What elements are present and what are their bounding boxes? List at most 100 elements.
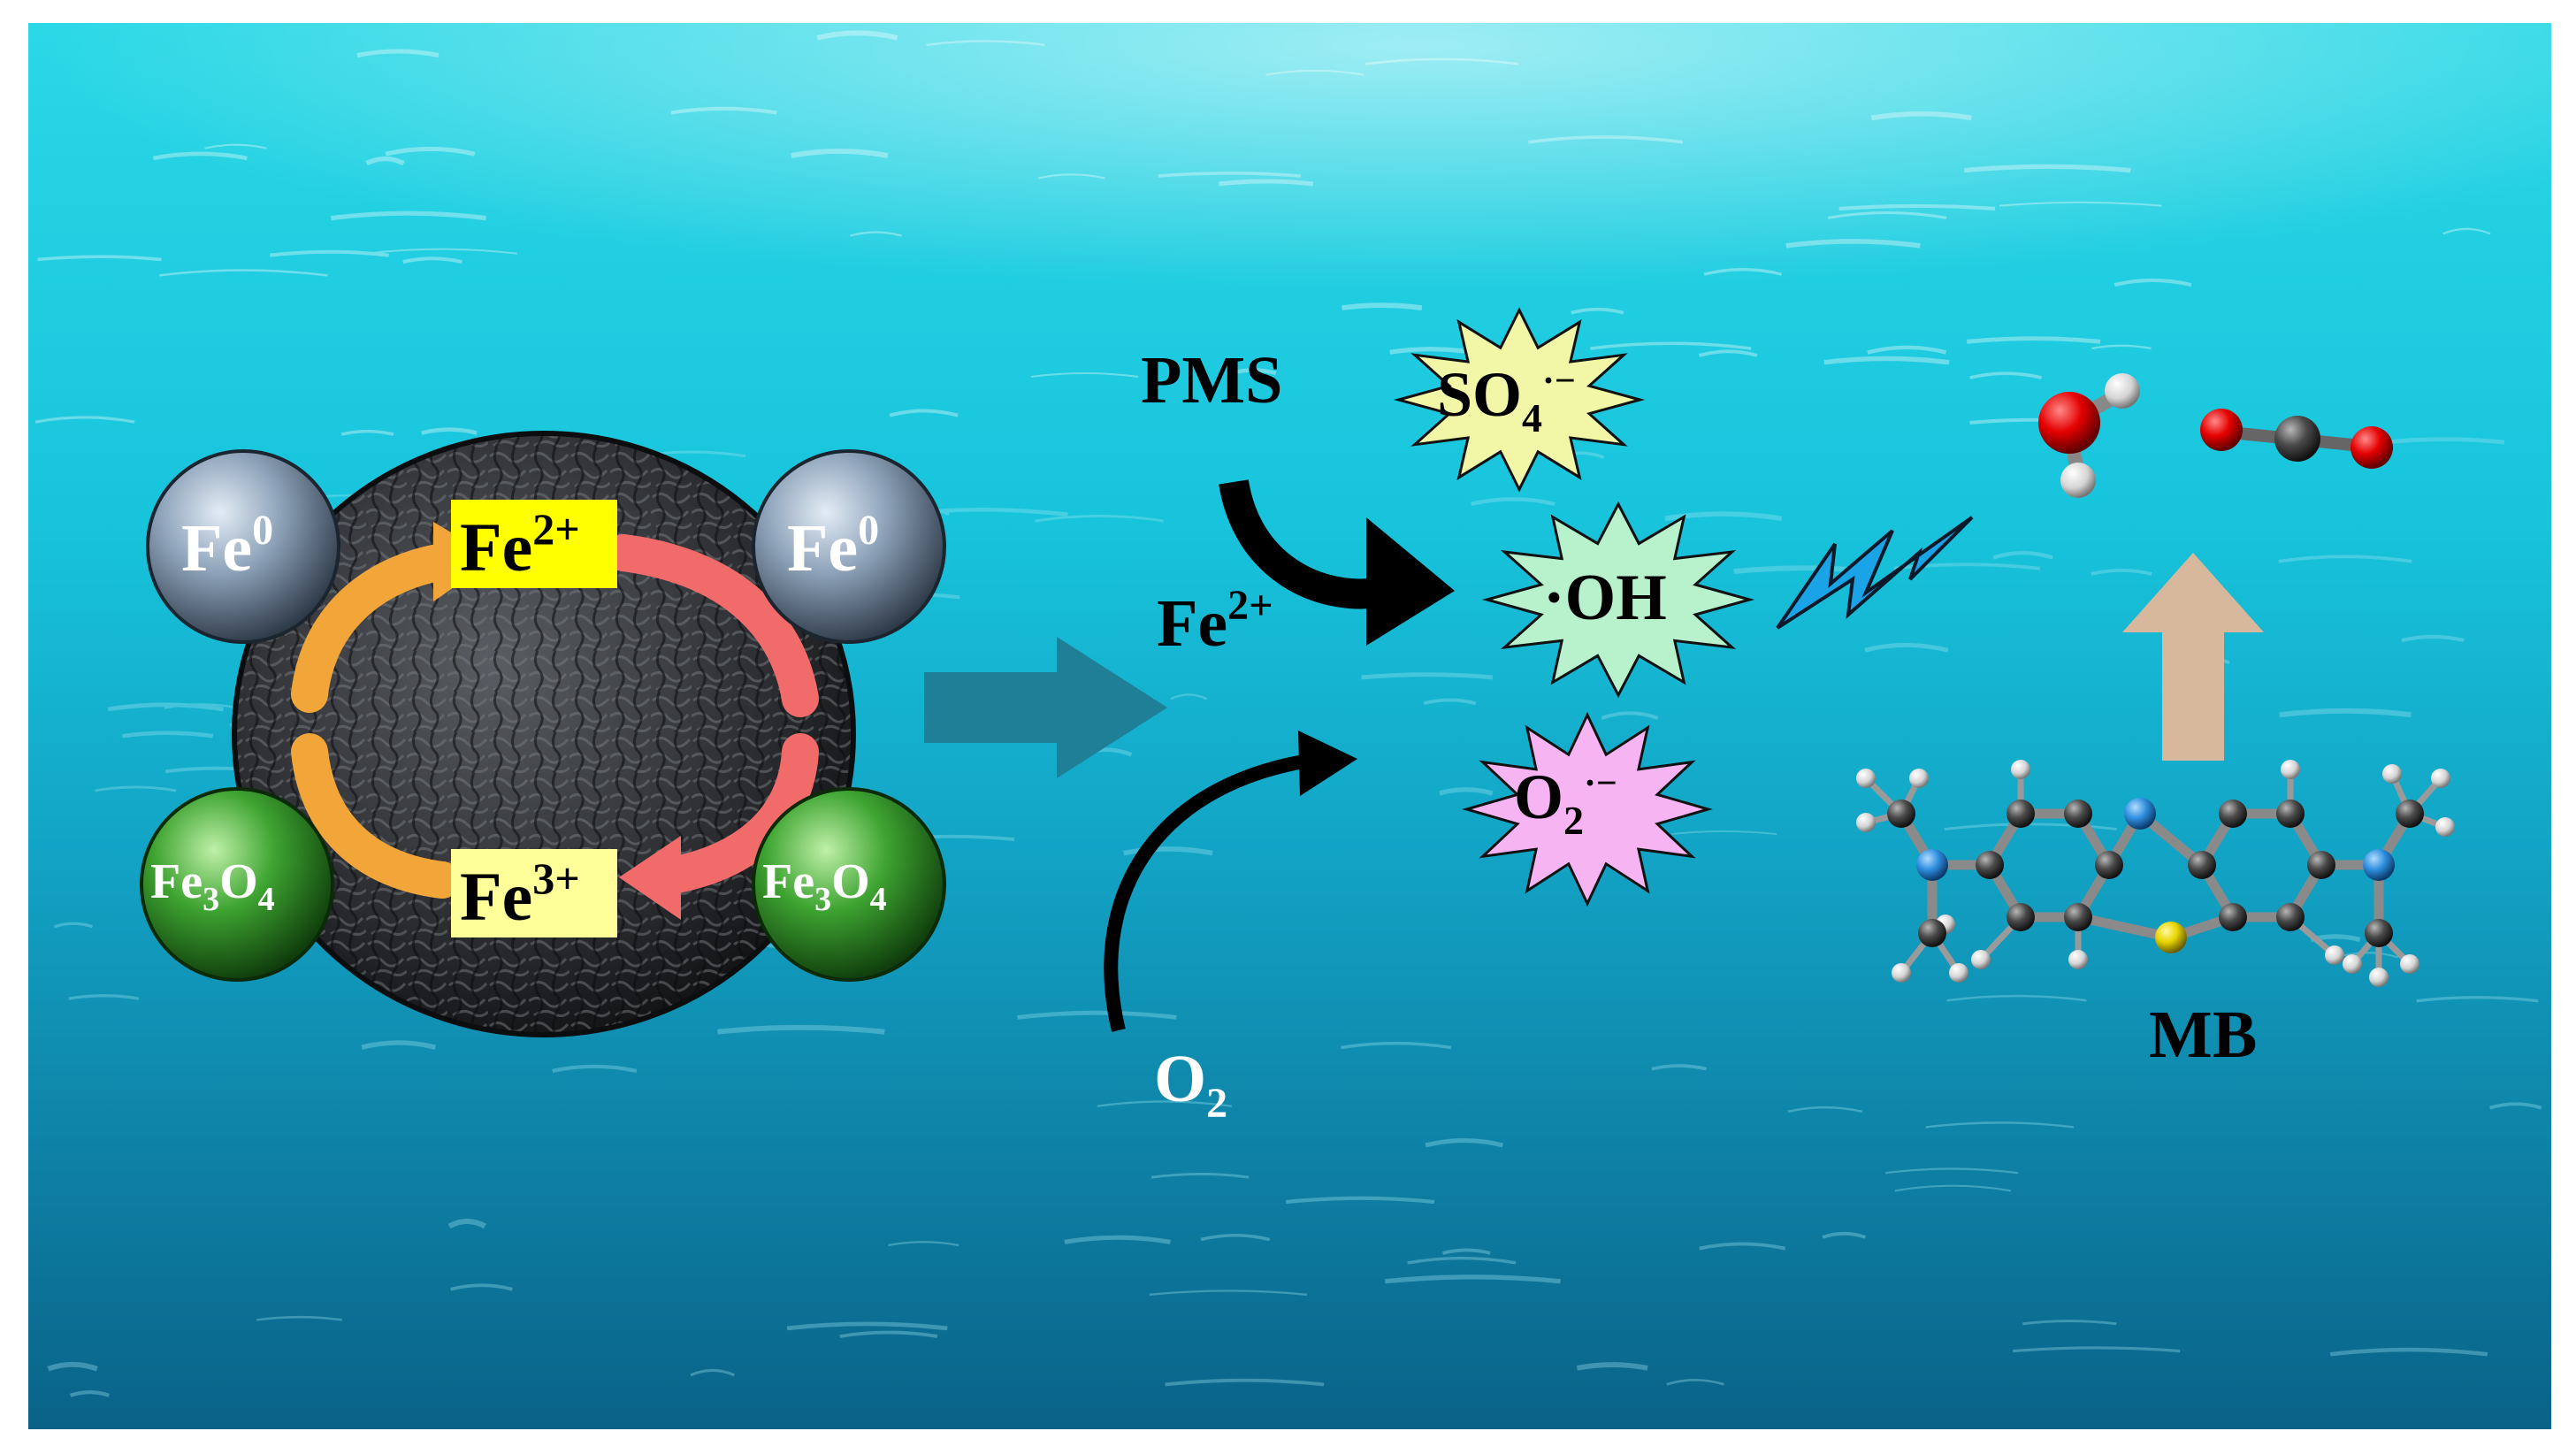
- wave-streak: [1017, 1010, 1177, 1020]
- wave-streak: [1265, 69, 1364, 76]
- so4-sub: 4: [1522, 395, 1542, 440]
- wave-streak: [1601, 711, 1659, 720]
- wave-streak: [552, 1064, 638, 1073]
- wave-streak: [1037, 173, 1105, 180]
- fe2-box-main: Fe: [460, 509, 532, 585]
- wave-streak: [1787, 1106, 1863, 1113]
- wave-streak: [1149, 1289, 1308, 1296]
- svg-text:Fe0: Fe0: [181, 507, 273, 585]
- wave-streak: [1150, 1172, 1250, 1179]
- o2-radical-star: O2·−: [1462, 711, 1713, 907]
- wave-streak: [2401, 634, 2465, 643]
- wave-streak: [1407, 1256, 1517, 1265]
- wave-streak: [850, 231, 902, 237]
- wave-streak: [1064, 1235, 1171, 1244]
- wave-streak: [1894, 1184, 2012, 1192]
- mb-carbon-atom: [1887, 800, 1915, 828]
- mb-carbon-atom: [2064, 800, 2092, 828]
- wave-streak: [2384, 437, 2505, 445]
- mb-hydrogen-atom: [1949, 963, 1968, 983]
- mb-hydrogen-atom: [2435, 817, 2455, 837]
- wave-streak: [1703, 268, 1783, 276]
- svg-text:Fe3O4: Fe3O4: [762, 854, 887, 918]
- mb-nitrogen-atom: [2363, 849, 2395, 881]
- wave-streak: [1870, 111, 1972, 121]
- wave-streak: [1999, 201, 2162, 207]
- wave-streak: [1590, 341, 1752, 350]
- wave-streak: [1698, 349, 1758, 357]
- mb-hydrogen-atom: [1856, 769, 1876, 788]
- wave-streak: [1528, 135, 1684, 144]
- wave-streak: [54, 922, 94, 929]
- wave-streak: [1571, 307, 1624, 315]
- co2-molecule-icon: [2200, 409, 2393, 469]
- wave-streak: [1785, 239, 1921, 249]
- wave-streak: [1651, 1064, 1708, 1071]
- fe3o4-right-s1: 3: [814, 881, 831, 918]
- degradation-up-arrow: [2122, 553, 2264, 761]
- middle-fe2-label: Fe2+: [1157, 582, 1273, 661]
- wave-streak: [1699, 1242, 1786, 1251]
- mb-carbon-atom: [2188, 851, 2216, 879]
- wave-streak: [1442, 1248, 1491, 1255]
- fe3o4-left-s2: 4: [258, 881, 275, 918]
- wave-streak: [450, 1283, 513, 1291]
- wave-streak: [717, 1024, 885, 1035]
- wave-streak: [1030, 371, 1139, 379]
- wave-streak: [1944, 823, 2117, 830]
- wave-streak: [926, 40, 1045, 46]
- so4-sup: ·−: [1542, 361, 1576, 402]
- fe0-sphere-right: Fe0: [752, 449, 946, 644]
- oh-radical-star: ·OH: [1481, 501, 1755, 699]
- wave-streak: [1471, 497, 1556, 506]
- fe0-sphere-left: Fe0: [146, 449, 340, 644]
- wave-streak: [1893, 562, 2041, 570]
- wave-streak: [152, 151, 248, 161]
- svg-text:Fe3+: Fe3+: [460, 853, 580, 935]
- mb-hydrogen-atom: [1909, 769, 1929, 788]
- wave-streak: [786, 1321, 948, 1331]
- wave-streak: [1864, 642, 1949, 653]
- o2-arrow: [1104, 731, 1357, 1032]
- mb-hydrogen-atom: [1856, 813, 1876, 832]
- wave-streak: [1992, 551, 2054, 560]
- fe3-box-sup: 3+: [532, 853, 580, 903]
- redox-cycle-arrows: [291, 522, 819, 920]
- mb-carbon-atom: [2396, 800, 2424, 828]
- wave-streak: [421, 427, 478, 435]
- o2-radical-sub: 2: [1563, 798, 1584, 843]
- wave-streak: [107, 702, 224, 712]
- wave-streak: [1200, 1234, 1271, 1242]
- wave-streak: [385, 146, 476, 157]
- lightning-bolt-icon: [1776, 516, 1974, 630]
- wave-streak: [1946, 994, 2087, 1002]
- wave-streak: [270, 249, 389, 257]
- wave-streak: [2416, 996, 2539, 1003]
- wave-streak: [402, 256, 462, 264]
- water-molecule-icon: [2038, 373, 2140, 498]
- red-arrow-upper: [605, 534, 819, 717]
- red-arrow-down: [654, 733, 819, 894]
- svg-text:Fe0: Fe0: [787, 507, 879, 585]
- fe0-left-main: Fe: [181, 511, 252, 585]
- middle-fe2-main: Fe: [1157, 586, 1227, 661]
- wave-streak: [340, 429, 394, 436]
- wave-streak: [95, 785, 177, 792]
- wave-streak: [1884, 1167, 2019, 1175]
- wave-streak: [670, 106, 777, 115]
- methylene-blue-molecule-icon: [1856, 760, 2455, 987]
- wave-streak: [37, 255, 162, 262]
- wave-streak: [1123, 846, 1213, 856]
- wave-streak: [122, 731, 214, 738]
- wave-streak: [1423, 698, 1477, 706]
- wave-streak: [1230, 368, 1277, 376]
- o2-reactant-sub: 2: [1206, 1080, 1227, 1127]
- o2-radical-main: O: [1514, 761, 1563, 832]
- mb-hydrogen-atom: [2325, 945, 2344, 965]
- mb-carbon-atom: [2276, 903, 2305, 931]
- svg-text:Fe2+: Fe2+: [460, 504, 580, 585]
- wave-streak: [2013, 1346, 2181, 1353]
- wave-streak: [1966, 336, 2101, 344]
- water-background: [28, 23, 2551, 1429]
- wave-streak: [1964, 164, 2131, 173]
